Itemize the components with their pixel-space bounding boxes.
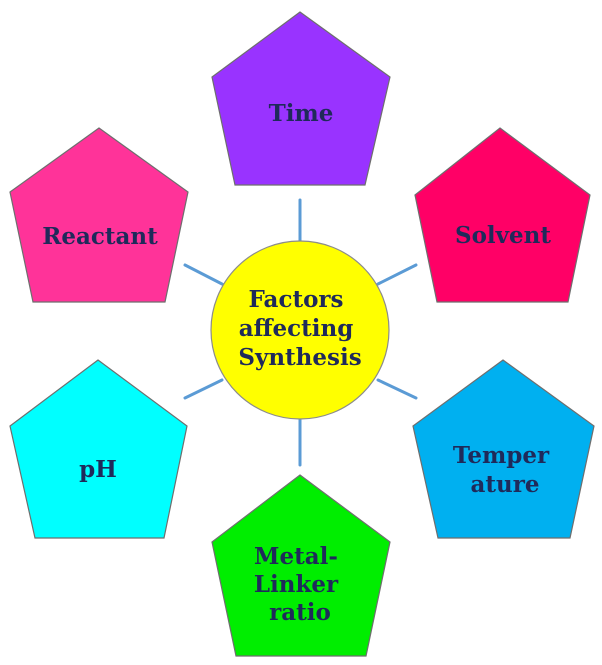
label-metal-linker-ratio-line-2: Linker [254,571,339,598]
label-solvent-line-1: Solvent [455,222,551,249]
label-time-line-1: Time [269,100,334,127]
label-time: Time [269,100,334,127]
pentagon-solvent [414,127,591,303]
label-metal-linker-ratio: Metal- Linker ratio [254,543,346,626]
connectors [183,198,418,467]
center-label-line-1: Factors [248,286,343,313]
factor-reactant: Reactant [9,127,189,303]
label-reactant: Reactant [42,223,158,250]
connector-solvent [376,263,418,286]
label-metal-linker-ratio-line-1: Metal- [254,543,338,570]
factor-ph: pH [9,359,188,539]
pentagon-ph [9,359,188,539]
pentagon-metal-linker-ratio [211,474,391,657]
label-temperature-line-2: ature [471,471,540,498]
label-solvent: Solvent [455,222,551,249]
label-ph: pH [79,456,117,483]
label-temperature: Temper ature [453,442,557,498]
pentagon-reactant [9,127,189,303]
center-label-line-2: affecting [239,315,354,342]
label-reactant-line-1: Reactant [42,223,158,250]
connector-ph [183,378,224,400]
center-label-line-3: Synthesis [238,344,361,371]
label-temperature-line-1: Temper [453,442,550,469]
center-hub: Factors affecting Synthesis [210,240,390,420]
connector-reactant [183,263,224,286]
label-metal-linker-ratio-line-3: ratio [269,599,331,626]
center-circle [210,240,390,420]
factor-solvent: Solvent [414,127,591,303]
pentagon-time [211,11,391,186]
label-ph-line-1: pH [79,456,117,483]
center-label: Factors affecting Synthesis [238,286,361,371]
factor-metal-linker-ratio: Metal- Linker ratio [211,474,391,657]
factor-temperature: Temper ature [412,359,595,539]
factor-time: Time [211,11,391,186]
connector-temperature [376,378,418,400]
pentagon-temperature [412,359,595,539]
